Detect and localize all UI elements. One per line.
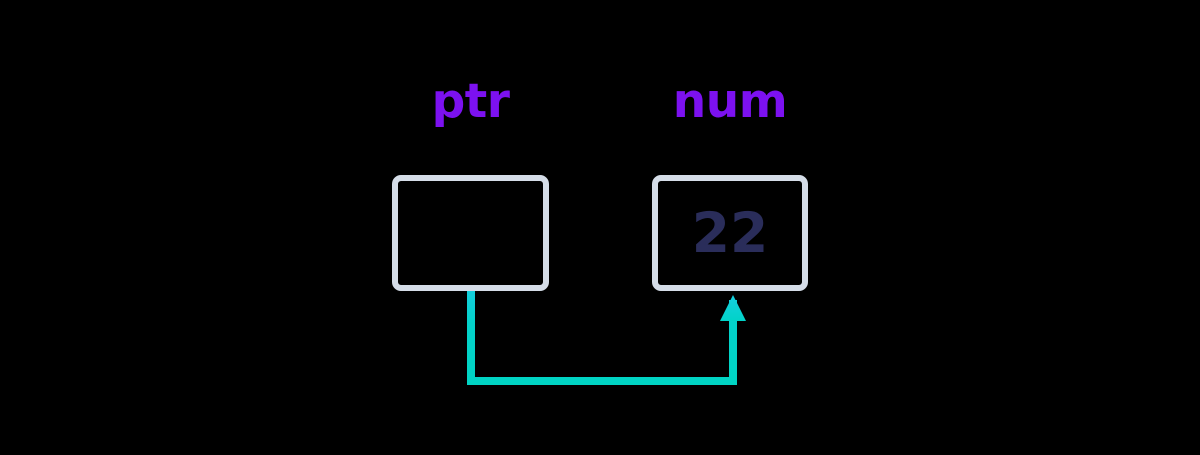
pointer-arrow-line	[467, 291, 737, 385]
variable-label-ptr: ptr	[431, 74, 510, 129]
memory-box-ptr	[392, 175, 549, 291]
memory-value-num: 22	[691, 200, 769, 265]
memory-box-num: 22	[652, 175, 808, 291]
variable-label-num: num	[672, 74, 788, 129]
pointer-arrow-head	[720, 295, 746, 321]
